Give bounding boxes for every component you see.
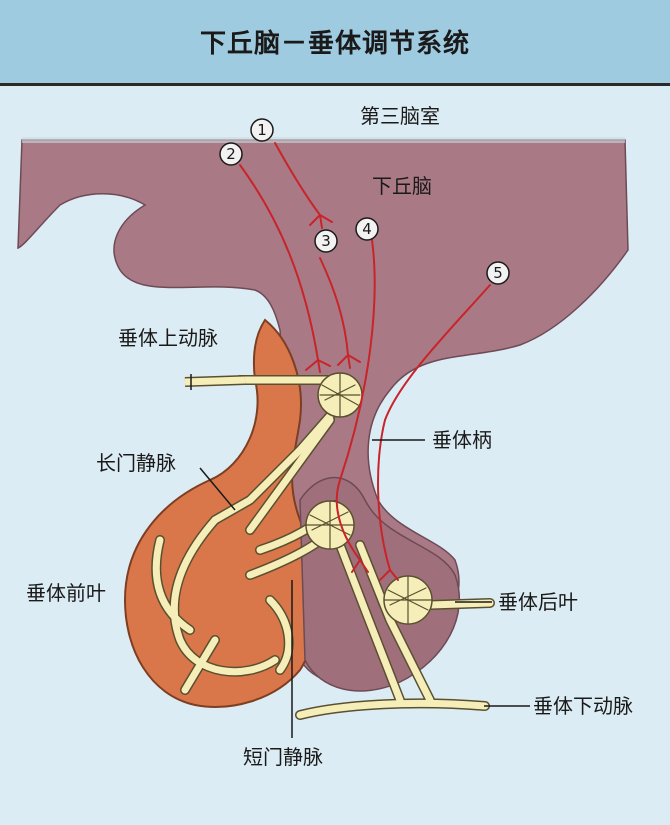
label-third-ventricle: 第三脑室: [360, 104, 440, 128]
label-pituitary-stalk: 垂体柄: [432, 428, 492, 452]
marker-4: 4: [356, 218, 378, 240]
label-long-portal-vein: 长门静脉: [96, 451, 176, 475]
label-hypothalamus: 下丘脑: [372, 174, 432, 198]
svg-text:5: 5: [493, 264, 503, 282]
svg-text:1: 1: [257, 121, 267, 139]
label-inferior-hypophyseal-artery: 垂体下动脉: [533, 694, 633, 718]
svg-text:3: 3: [321, 232, 331, 250]
label-posterior-pituitary: 垂体后叶: [498, 590, 578, 614]
label-short-portal-vein: 短门静脉: [243, 745, 323, 769]
figure-title: 下丘脑－垂体调节系统: [200, 23, 470, 60]
marker-2: 2: [220, 143, 242, 165]
marker-3: 3: [315, 230, 337, 252]
svg-text:4: 4: [362, 220, 372, 238]
marker-5: 5: [487, 262, 509, 284]
title-bar: 下丘脑－垂体调节系统: [0, 0, 670, 86]
marker-1: 1: [251, 119, 273, 141]
label-superior-hypophyseal-artery: 垂体上动脉: [118, 326, 218, 350]
superior-artery: [185, 374, 245, 390]
svg-text:2: 2: [226, 145, 236, 163]
hypothalamus-pituitary-diagram: 1 2 3 4 5 第三脑室 下丘脑 垂体上动脉 长门静脉: [0, 86, 670, 825]
label-anterior-pituitary: 垂体前叶: [26, 581, 106, 605]
